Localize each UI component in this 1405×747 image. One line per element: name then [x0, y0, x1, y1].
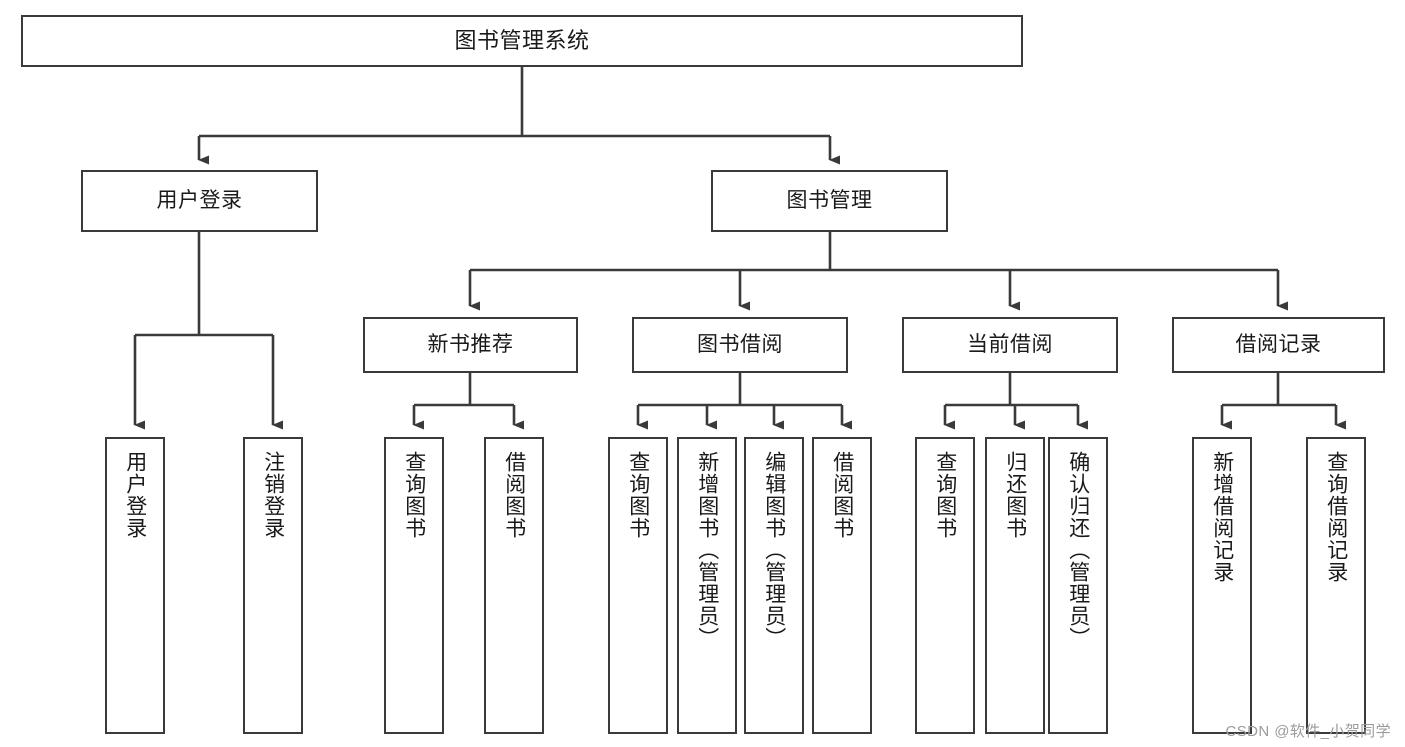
node-label: 新书推荐	[427, 332, 514, 356]
node-label: 查询借阅记录	[1324, 451, 1348, 583]
node-leaf-query-book-recommend[interactable]: 查询图书	[384, 437, 444, 734]
node-leaf-borrow-book-recommend[interactable]: 借阅图书	[484, 437, 544, 734]
node-root-book-management-system[interactable]: 图书管理系统	[21, 15, 1023, 67]
node-label: 借阅图书	[502, 451, 526, 539]
node-user-login[interactable]: 用户登录	[81, 170, 318, 232]
node-leaf-user-logout[interactable]: 注销登录	[243, 437, 303, 734]
watermark-text: CSDN @软件_小贺同学	[1225, 723, 1391, 740]
node-leaf-query-borrow-record[interactable]: 查询借阅记录	[1306, 437, 1366, 734]
node-label: 确认归还（管理员）	[1066, 451, 1090, 649]
node-label: 图书管理系统	[454, 28, 590, 54]
node-label: 用户登录	[156, 188, 243, 212]
node-current-borrow[interactable]: 当前借阅	[902, 317, 1118, 373]
node-label: 用户登录	[123, 451, 147, 539]
node-label: 借阅图书	[830, 451, 854, 539]
node-label: 注销登录	[261, 451, 285, 539]
node-label: 新增借阅记录	[1210, 451, 1234, 583]
node-leaf-user-login[interactable]: 用户登录	[105, 437, 165, 734]
node-label: 借阅记录	[1235, 332, 1322, 356]
node-leaf-add-book-admin[interactable]: 新增图书（管理员）	[677, 437, 737, 734]
node-label: 查询图书	[402, 451, 426, 539]
node-label: 图书管理	[786, 188, 873, 212]
node-label: 归还图书	[1003, 451, 1027, 539]
node-leaf-borrow-book[interactable]: 借阅图书	[812, 437, 872, 734]
node-leaf-query-book-borrow[interactable]: 查询图书	[608, 437, 668, 734]
node-leaf-edit-book-admin[interactable]: 编辑图书（管理员）	[744, 437, 804, 734]
node-leaf-return-book[interactable]: 归还图书	[985, 437, 1045, 734]
node-label: 图书借阅	[697, 332, 783, 356]
node-label: 新增图书（管理员）	[695, 451, 719, 649]
node-new-book-recommend[interactable]: 新书推荐	[363, 317, 578, 373]
node-leaf-add-borrow-record[interactable]: 新增借阅记录	[1192, 437, 1252, 734]
node-label: 编辑图书（管理员）	[762, 451, 786, 649]
node-label: 当前借阅	[967, 332, 1053, 356]
node-book-manage[interactable]: 图书管理	[711, 170, 948, 232]
node-label: 查询图书	[626, 451, 650, 539]
node-leaf-query-book-current[interactable]: 查询图书	[915, 437, 975, 734]
node-book-borrow[interactable]: 图书借阅	[632, 317, 848, 373]
node-leaf-confirm-return-admin[interactable]: 确认归还（管理员）	[1048, 437, 1108, 734]
node-borrow-record[interactable]: 借阅记录	[1172, 317, 1385, 373]
node-label: 查询图书	[933, 451, 957, 539]
